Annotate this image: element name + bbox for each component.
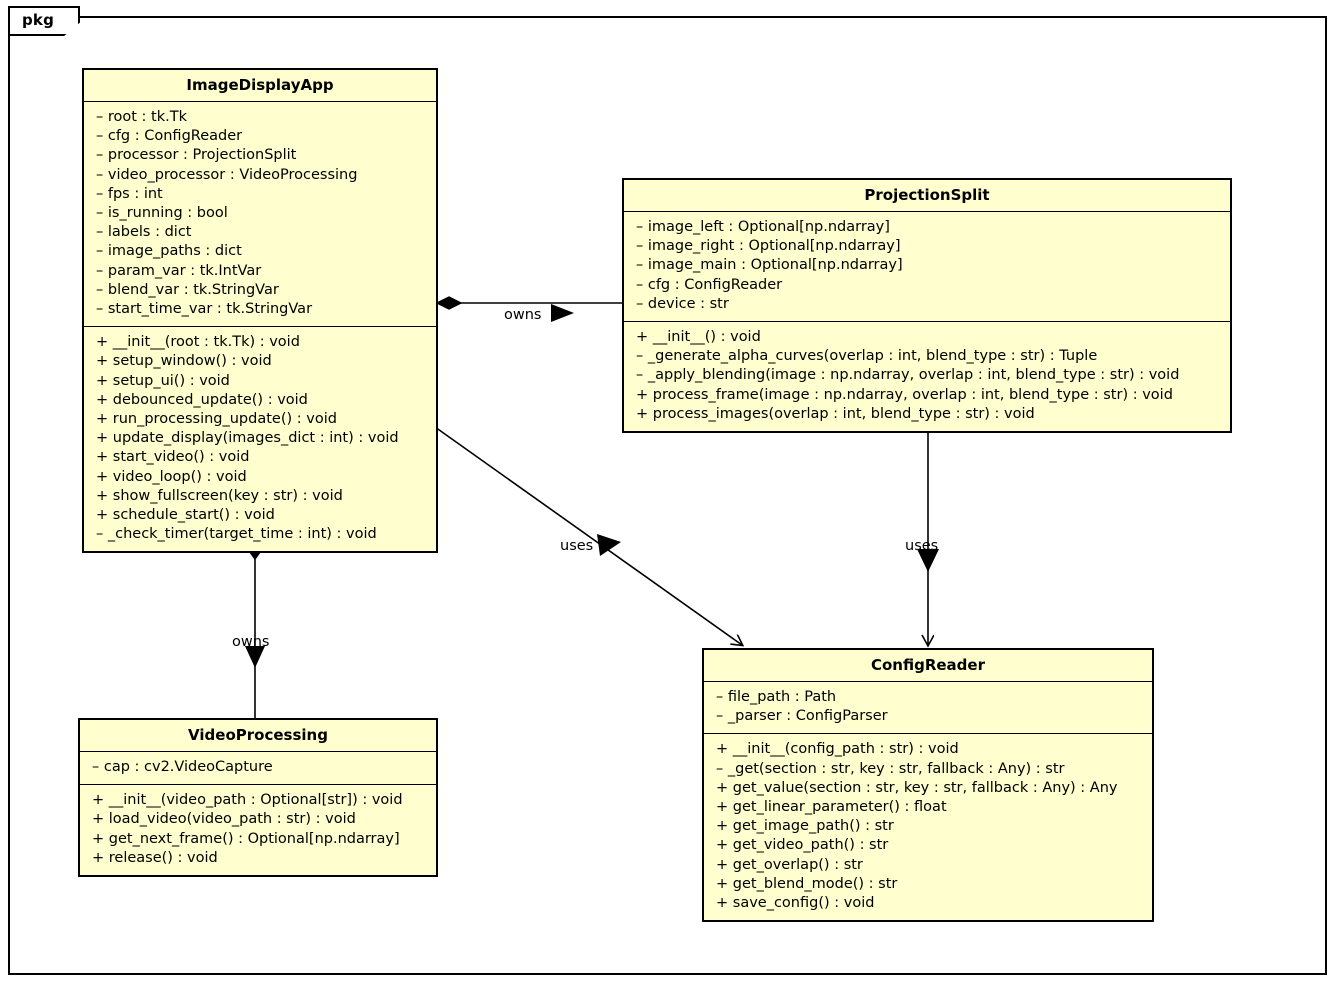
method-row: + __init__() : void [636,329,761,346]
class-title-projection-split: ProjectionSplit [624,180,1230,212]
attribute-row: – param_var : tk.IntVar [96,262,262,279]
method-row: + get_overlap() : str [716,856,863,873]
method-row: + get_image_path() : str [716,818,894,835]
methods-compartment-video-processing: + __init__(video_path : Optional[str]) :… [80,785,436,875]
package-tab [8,6,80,36]
attribute-row: – labels : dict [96,224,192,241]
method-row: + setup_ui() : void [96,372,230,389]
attribute-row: – video_processor : VideoProcessing [96,166,358,183]
method-row: + get_blend_mode() : str [716,875,898,892]
method-row: + start_video() : void [96,449,250,466]
class-box-projection-split[interactable]: ProjectionSplit – image_left : Optional[… [622,178,1232,434]
method-row: + get_video_path() : str [716,837,889,854]
attribute-row: – device : str [636,295,729,312]
attribute-row: – start_time_var : tk.StringVar [96,301,313,318]
method-row: + show_fullscreen(key : str) : void [96,487,343,504]
method-row: + save_config() : void [716,895,875,912]
attributes-compartment-projection-split: – image_left : Optional[np.ndarray] – im… [624,212,1230,323]
methods-compartment-projection-split: + __init__() : void – _generate_alpha_cu… [624,322,1230,431]
attributes-compartment-video-processing: – cap : cv2.VideoCapture [80,752,436,786]
attribute-row: – blend_var : tk.StringVar [96,281,279,298]
method-row: + get_value(section : str, key : str, fa… [716,779,1118,796]
method-row: + process_images(overlap : int, blend_ty… [636,405,1035,422]
methods-compartment-image-display-app: + __init__(root : tk.Tk) : void + setup_… [84,327,436,551]
attributes-compartment-config-reader: – file_path : Path – _parser : ConfigPar… [704,682,1152,735]
method-row: + get_next_frame() : Optional[np.ndarray… [92,830,400,847]
method-row: + __init__(root : tk.Tk) : void [96,334,300,351]
attribute-row: – cfg : ConfigReader [636,276,783,293]
attribute-row: – fps : int [96,185,163,202]
method-row: + debounced_update() : void [96,391,308,408]
attributes-compartment-image-display-app: – root : tk.Tk – cfg : ConfigReader – pr… [84,102,436,328]
attribute-row: – image_right : Optional[np.ndarray] [636,238,901,255]
class-title-image-display-app: ImageDisplayApp [84,70,436,102]
method-row: – _apply_blending(image : np.ndarray, ov… [636,367,1180,384]
method-row: + update_display(images_dict : int) : vo… [96,430,399,447]
method-row: + get_linear_parameter() : float [716,799,947,816]
package-label: pkg [22,11,55,29]
attribute-row: – file_path : Path [716,689,837,705]
method-row: – _generate_alpha_curves(overlap : int, … [636,348,1098,365]
attribute-row: – cap : cv2.VideoCapture [92,759,273,775]
method-row: + setup_window() : void [96,353,272,370]
method-row: + process_frame(image : np.ndarray, over… [636,386,1173,403]
class-title-config-reader: ConfigReader [704,650,1152,682]
attribute-row: – image_paths : dict [96,243,242,260]
method-row: + release() : void [92,849,218,866]
method-row: + __init__(video_path : Optional[str]) :… [92,792,403,809]
attribute-row: – is_running : bool [96,205,228,222]
attribute-row: – image_left : Optional[np.ndarray] [636,219,890,235]
class-box-video-processing[interactable]: VideoProcessing – cap : cv2.VideoCapture… [78,718,438,878]
attribute-row: – processor : ProjectionSplit [96,147,297,164]
class-title-video-processing: VideoProcessing [80,720,436,752]
method-row: + schedule_start() : void [96,507,275,524]
edge-label-owns-projection-split: owns [504,307,542,323]
class-box-config-reader[interactable]: ConfigReader – file_path : Path – _parse… [702,648,1154,923]
attribute-row: – image_main : Optional[np.ndarray] [636,257,903,274]
method-row: – _check_timer(target_time : int) : void [96,526,377,543]
attribute-row: – root : tk.Tk [96,109,187,125]
package-frame [8,16,1327,975]
attribute-row: – cfg : ConfigReader [96,128,243,145]
class-box-image-display-app[interactable]: ImageDisplayApp – root : tk.Tk – cfg : C… [82,68,438,554]
method-row: + run_processing_update() : void [96,411,337,428]
methods-compartment-config-reader: + __init__(config_path : str) : void – _… [704,734,1152,920]
method-row: + __init__(config_path : str) : void [716,741,959,758]
edge-label-uses-config-reader-app: uses [560,538,594,554]
attribute-row: – _parser : ConfigParser [716,708,888,725]
edge-label-uses-config-reader-split: uses [905,538,939,554]
edge-label-owns-video-processing: owns [232,634,270,650]
method-row: + load_video(video_path : str) : void [92,811,356,828]
method-row: – _get(section : str, key : str, fallbac… [716,760,1065,777]
method-row: + video_loop() : void [96,468,247,485]
